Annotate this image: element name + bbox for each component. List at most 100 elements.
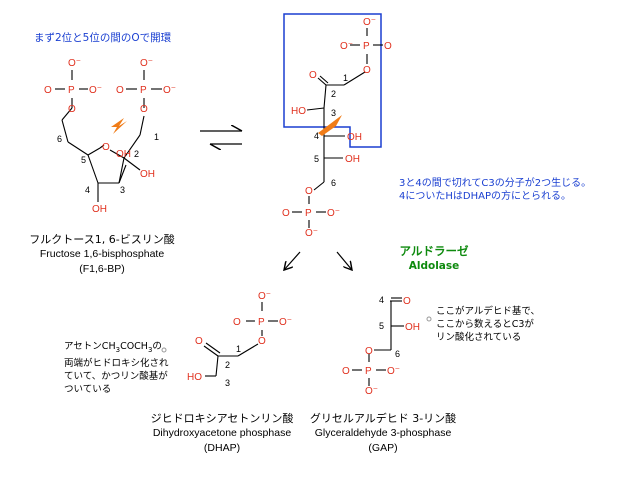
enzyme-name-jp: アルドラーゼ <box>399 244 469 258</box>
dhap-atom-labels: O⁻ O P O⁻ O O HO <box>187 291 292 383</box>
gap-note: ここがアルデヒド基で、 ここから数えるとC3が リン酸化されている <box>436 305 556 344</box>
fructose-name-jp: フルクトース1, 6-ビスリン酸 <box>29 233 175 246</box>
svg-text:1: 1 <box>154 132 159 142</box>
fructose-name-en: Fructose 1,6-bisphosphate <box>39 248 165 260</box>
gap-carbon-numbers: 4 5 6 <box>379 295 400 359</box>
svg-text:1: 1 <box>236 344 241 354</box>
svg-text:O: O <box>403 296 411 307</box>
cleavage-note: 3と4の間で切れてC3の分子が2つ生じる。 4についたHはDHAPの方にとられる… <box>399 177 591 203</box>
svg-text:O: O <box>365 346 373 357</box>
svg-text:O: O <box>282 208 290 219</box>
svg-text:5: 5 <box>314 154 319 164</box>
atom-o-minus: O⁻ <box>163 85 176 96</box>
atom-o-minus: O⁻ <box>89 85 102 96</box>
open-chain-atom-labels: O⁻ O⁻ P O O O HO OH OH O P O O⁻ O⁻ <box>282 17 392 239</box>
svg-text:5: 5 <box>81 155 86 165</box>
svg-text:O: O <box>233 317 241 328</box>
svg-text:O⁻: O⁻ <box>327 208 340 219</box>
enzyme-name-en: Aldolase <box>408 260 460 272</box>
note-bullet <box>161 347 167 353</box>
acetone-note-line4: ついている <box>64 383 112 395</box>
svg-text:O⁻: O⁻ <box>363 17 376 28</box>
svg-text:2: 2 <box>225 360 230 370</box>
dhap-abbr: (DHAP) <box>203 442 241 454</box>
svg-text:4: 4 <box>85 185 90 195</box>
svg-text:O⁻: O⁻ <box>305 228 318 239</box>
ring-open-note: まず2位と5位の間のOで開環 <box>34 32 172 44</box>
svg-text:O: O <box>342 366 350 377</box>
gap-note-line1: ここがアルデヒド基で、 <box>436 306 541 317</box>
gap-structure <box>352 297 404 386</box>
svg-text:O⁻: O⁻ <box>258 291 271 302</box>
svg-text:4: 4 <box>314 131 319 141</box>
gap-abbr: (GAP) <box>368 442 398 454</box>
svg-text:3: 3 <box>120 185 125 195</box>
svg-text:O: O <box>195 336 203 347</box>
svg-text:3: 3 <box>225 378 230 388</box>
atom-oh: OH <box>116 149 131 160</box>
atom-p: P <box>140 85 147 96</box>
dhap-caption: ジヒドロキシアセトンリン酸 Dihydroxyacetone phosphase… <box>151 411 294 456</box>
fructose-atom-labels: O⁻ P O O⁻ O O⁻ P O O⁻ O O OH OH OH <box>44 58 176 215</box>
fructose-structure <box>55 70 162 202</box>
svg-text:3: 3 <box>331 108 336 118</box>
svg-text:HO: HO <box>187 372 202 383</box>
svg-text:6: 6 <box>331 178 336 188</box>
dhap-name-jp: ジヒドロキシアセトンリン酸 <box>150 412 294 425</box>
atom-o-dbl: O <box>44 85 52 96</box>
gap-caption: グリセルアルデヒド 3-リン酸 Glyceraldehyde 3-phospha… <box>310 411 456 456</box>
gap-atom-labels: O OH O P O O⁻ O⁻ <box>342 296 420 397</box>
svg-text:P: P <box>365 366 372 377</box>
acetone-note-line3: ていて、かつリン酸基が <box>64 370 168 382</box>
open-chain-carbon-numbers: 1 2 3 4 5 6 <box>314 73 348 188</box>
dhap-structure <box>203 302 278 377</box>
atom-o-minus: O⁻ <box>140 58 153 69</box>
svg-text:2: 2 <box>134 149 139 159</box>
gap-name-jp: グリセルアルデヒド 3-リン酸 <box>309 412 457 425</box>
fructose-carbon-numbers: 1 2 3 4 5 6 <box>57 132 159 195</box>
svg-text:O⁻: O⁻ <box>279 317 292 328</box>
svg-text:4: 4 <box>379 295 384 305</box>
cleavage-note-line1: 3と4の間で切れてC3の分子が2つ生じる。 <box>399 178 592 189</box>
dhap-carbon-numbers: 1 2 3 <box>225 344 241 388</box>
atom-o-dbl: O <box>116 85 124 96</box>
atom-o: O <box>140 104 148 115</box>
svg-text:2: 2 <box>331 89 336 99</box>
svg-text:HO: HO <box>291 106 306 117</box>
svg-text:6: 6 <box>395 349 400 359</box>
svg-text:O: O <box>363 65 371 76</box>
acetone-note-line2: 両端がヒドロキシ化され <box>64 357 169 369</box>
svg-text:P: P <box>258 317 265 328</box>
enzyme-label: アルドラーゼ Aldolase <box>400 244 469 274</box>
svg-text:OH: OH <box>345 154 360 165</box>
svg-text:O⁻: O⁻ <box>340 41 353 52</box>
dhap-name-en: Dihydroxyacetone phosphase <box>152 427 292 439</box>
atom-o-minus: O⁻ <box>68 58 81 69</box>
acetone-note: アセトンCH3COCH3の 両端がヒドロキシ化され ていて、かつリン酸基が つい… <box>64 340 174 396</box>
svg-text:O⁻: O⁻ <box>387 366 400 377</box>
gap-name-en: Glyceraldehyde 3-phosphase <box>314 427 452 439</box>
svg-text:P: P <box>363 41 370 52</box>
atom-oh: OH <box>92 204 107 215</box>
svg-text:O: O <box>384 41 392 52</box>
gap-note-line2: ここから数えるとC3が <box>436 319 534 330</box>
atom-p: P <box>68 85 75 96</box>
c3-c4-cleavage-mark <box>318 115 342 136</box>
svg-text:O: O <box>305 186 313 197</box>
fructose-caption: フルクトース1, 6-ビスリン酸 Fructose 1,6-bisphospha… <box>29 232 174 277</box>
svg-text:O: O <box>309 70 317 81</box>
svg-text:OH: OH <box>405 322 420 333</box>
svg-text:O⁻: O⁻ <box>365 386 378 397</box>
atom-oh: OH <box>140 169 155 180</box>
svg-text:OH: OH <box>347 132 362 143</box>
cleavage-note-line2: 4についたHはDHAPの方にとられる。 <box>399 191 571 202</box>
acetone-note-line1: アセトンCH3COCH3の <box>64 341 162 354</box>
svg-text:1: 1 <box>343 73 348 83</box>
atom-o: O <box>68 104 76 115</box>
c3-fragment-box <box>283 13 382 148</box>
svg-text:O: O <box>258 336 266 347</box>
svg-text:6: 6 <box>57 134 62 144</box>
ring-oxygen: O <box>102 142 110 153</box>
svg-text:P: P <box>305 208 312 219</box>
